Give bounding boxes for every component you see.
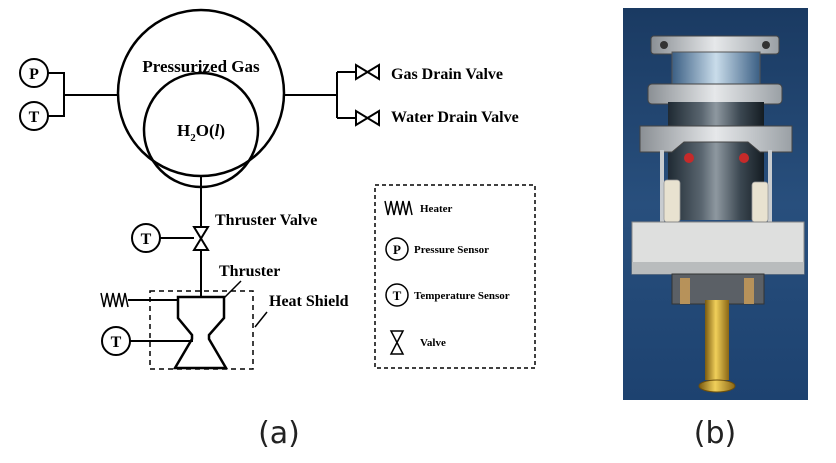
legend: Heater P Pressure Sensor T Temperature S… xyxy=(374,184,536,369)
middle-bracket xyxy=(639,125,793,153)
rod-right xyxy=(768,150,772,230)
gas-drain-valve-icon xyxy=(355,63,380,81)
pressure-sensor-symbol: P xyxy=(29,66,39,83)
water-drain-valve-label: Water Drain Valve xyxy=(391,109,519,126)
rod-left xyxy=(660,150,664,230)
photo-panel: (b) xyxy=(623,8,808,451)
base-plate-shadow xyxy=(632,262,804,274)
legend-temperature-label: Temperature Sensor xyxy=(414,290,510,302)
legend-box xyxy=(374,184,536,369)
top-plate-hole-left xyxy=(660,41,668,49)
sensor-connection-lines xyxy=(48,72,118,117)
thruster-label: Thruster xyxy=(219,263,280,280)
spacer-right xyxy=(751,181,769,223)
gas-drain-valve-label: Gas Drain Valve xyxy=(391,66,503,83)
legend-pressure-icon xyxy=(385,237,409,261)
thruster-body xyxy=(172,295,229,370)
pressurized-gas-tank xyxy=(116,8,286,178)
panel-a-caption: (a) xyxy=(258,416,300,451)
red-fitting-left xyxy=(684,153,694,163)
heater-icon xyxy=(100,292,129,308)
temperature-sensor-thruster-symbol: T xyxy=(111,334,122,351)
top-plate-hole-right xyxy=(762,41,770,49)
spring-right xyxy=(744,278,754,304)
legend-temperature-icon xyxy=(385,283,409,307)
temperature-sensor-valve-symbol: T xyxy=(141,231,152,248)
legend-heater-icon xyxy=(384,200,413,216)
red-fitting-right xyxy=(739,153,749,163)
drain-line xyxy=(284,71,356,119)
heat-shield-pointer xyxy=(254,311,268,328)
nozzle-exit xyxy=(698,379,736,393)
legend-pressure-symbol: P xyxy=(393,242,401,257)
upper-bracket xyxy=(647,83,783,105)
brass-nozzle xyxy=(705,300,729,380)
temperature-sensor-tank-symbol: T xyxy=(29,109,40,126)
tank-cylinder xyxy=(668,102,764,220)
tank-label: Pressurized Gas xyxy=(142,57,260,76)
thruster-valve-icon xyxy=(192,226,210,251)
legend-temperature-symbol: T xyxy=(393,288,402,303)
thruster-pointer xyxy=(223,280,242,299)
glass-cap xyxy=(671,51,761,87)
legend-heater-label: Heater xyxy=(420,203,452,215)
spacer-left xyxy=(663,179,681,223)
heat-shield-label: Heat Shield xyxy=(269,293,349,310)
thruster-valve-label: Thruster Valve xyxy=(215,212,317,229)
panel-b-caption: (b) xyxy=(694,416,736,451)
water-drain-valve-icon xyxy=(355,109,380,127)
schematic-panel: Pressurized Gas H2O(l) P T Gas Drain Val… xyxy=(19,8,536,451)
legend-valve-icon xyxy=(389,330,405,355)
water-label: H2O(l) xyxy=(177,121,225,144)
spring-left xyxy=(680,278,690,304)
top-plate xyxy=(650,35,780,55)
legend-pressure-label: Pressure Sensor xyxy=(414,244,489,256)
legend-valve-label: Valve xyxy=(420,337,446,349)
